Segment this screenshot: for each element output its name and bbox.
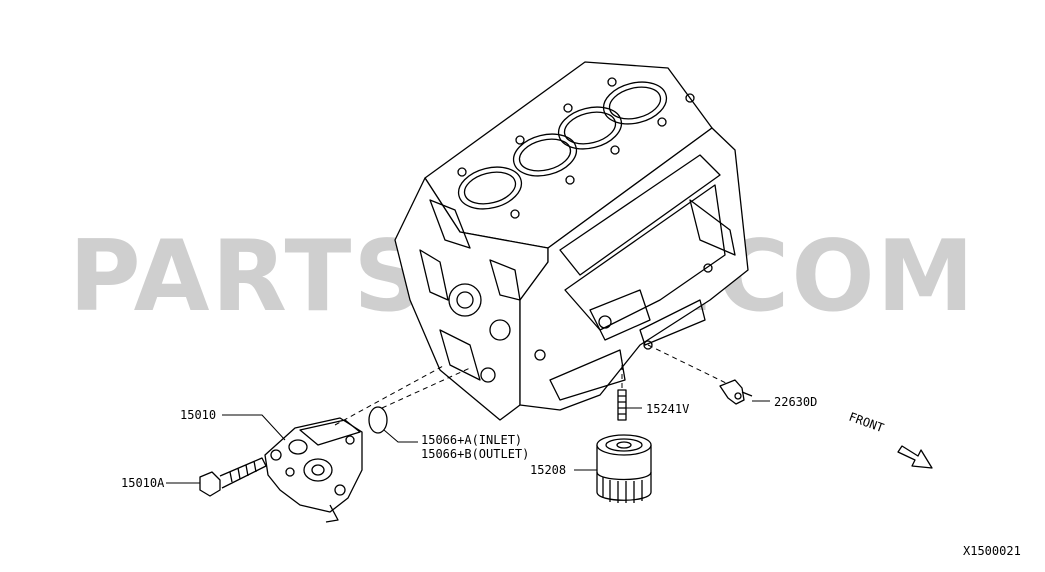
label-15010A: 15010A bbox=[121, 476, 165, 490]
label-22630D: 22630D bbox=[774, 395, 817, 409]
label-15010: 15010 bbox=[180, 408, 216, 422]
oil-filter bbox=[596, 434, 652, 503]
assembly-lines bbox=[334, 344, 729, 426]
stud bbox=[617, 389, 627, 421]
label-15066-outlet: 15066+B(OUTLET) bbox=[421, 447, 529, 461]
label-front: FRONT bbox=[847, 410, 886, 436]
label-15241V: 15241V bbox=[646, 402, 689, 416]
diagram-reference-code: X1500021 bbox=[963, 544, 1021, 558]
engine-block bbox=[394, 61, 749, 421]
oil-pressure-sensor bbox=[719, 379, 753, 405]
oil-pump bbox=[264, 417, 363, 523]
label-15208: 15208 bbox=[530, 463, 566, 477]
gasket-oring bbox=[368, 406, 388, 434]
label-15066-inlet: 15066+A(INLET) bbox=[421, 433, 522, 447]
front-arrow-icon bbox=[897, 445, 933, 469]
leader-lines bbox=[166, 400, 770, 484]
bolt bbox=[199, 457, 267, 497]
